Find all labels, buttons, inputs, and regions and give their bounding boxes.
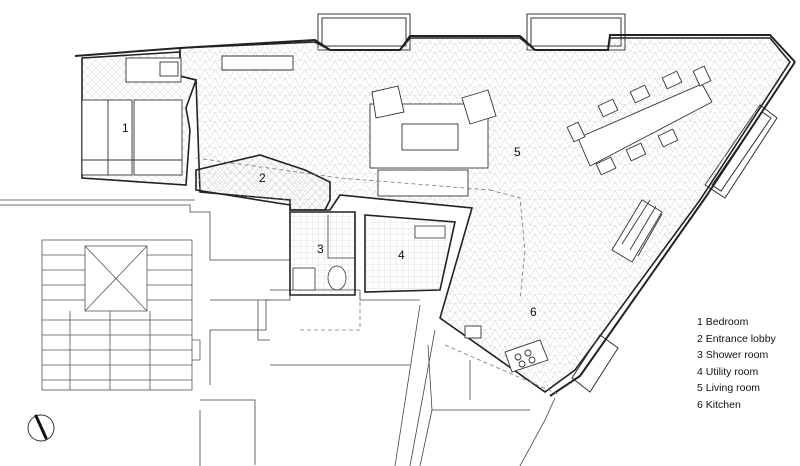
legend-item-utility-room: 4 Utility room [697, 365, 759, 378]
room-number-6: 6 [530, 305, 537, 319]
kitchen-units [464, 199, 663, 373]
room-number-4: 4 [398, 248, 405, 262]
adjacent-building-lines [0, 199, 556, 466]
room-number-1: 1 [122, 121, 129, 135]
room-legend: 1 Bedroom 2 Entrance lobby 3 Shower room… [697, 314, 776, 414]
room-number-2: 2 [259, 171, 266, 185]
room-number-5: 5 [514, 145, 521, 159]
bedroom-furniture [81, 57, 183, 176]
legend-item-kitchen: 6 Kitchen [697, 398, 741, 411]
dining-table [566, 65, 713, 176]
living-furniture [221, 55, 497, 197]
legend-item-bedroom: 1 Bedroom [697, 316, 749, 328]
right-facade-wall [549, 61, 796, 397]
legend-item-living-room: 5 Living room [697, 382, 761, 395]
hidden-lines [195, 157, 561, 396]
legend-item-entrance-lobby: 2 Entrance lobby [697, 332, 776, 345]
utility-counter [414, 225, 446, 239]
room-number-3: 3 [317, 242, 324, 256]
room-numbers: 1 2 3 4 5 6 [122, 121, 537, 319]
stair-core [41, 239, 201, 391]
balconies [317, 13, 626, 51]
entrance-lobby-floor [195, 154, 331, 211]
shower-fixtures [292, 215, 355, 291]
north-arrow-icon [27, 414, 55, 442]
top-facade-wall [74, 34, 796, 63]
legend-item-shower-room: 3 Shower room [697, 349, 769, 362]
